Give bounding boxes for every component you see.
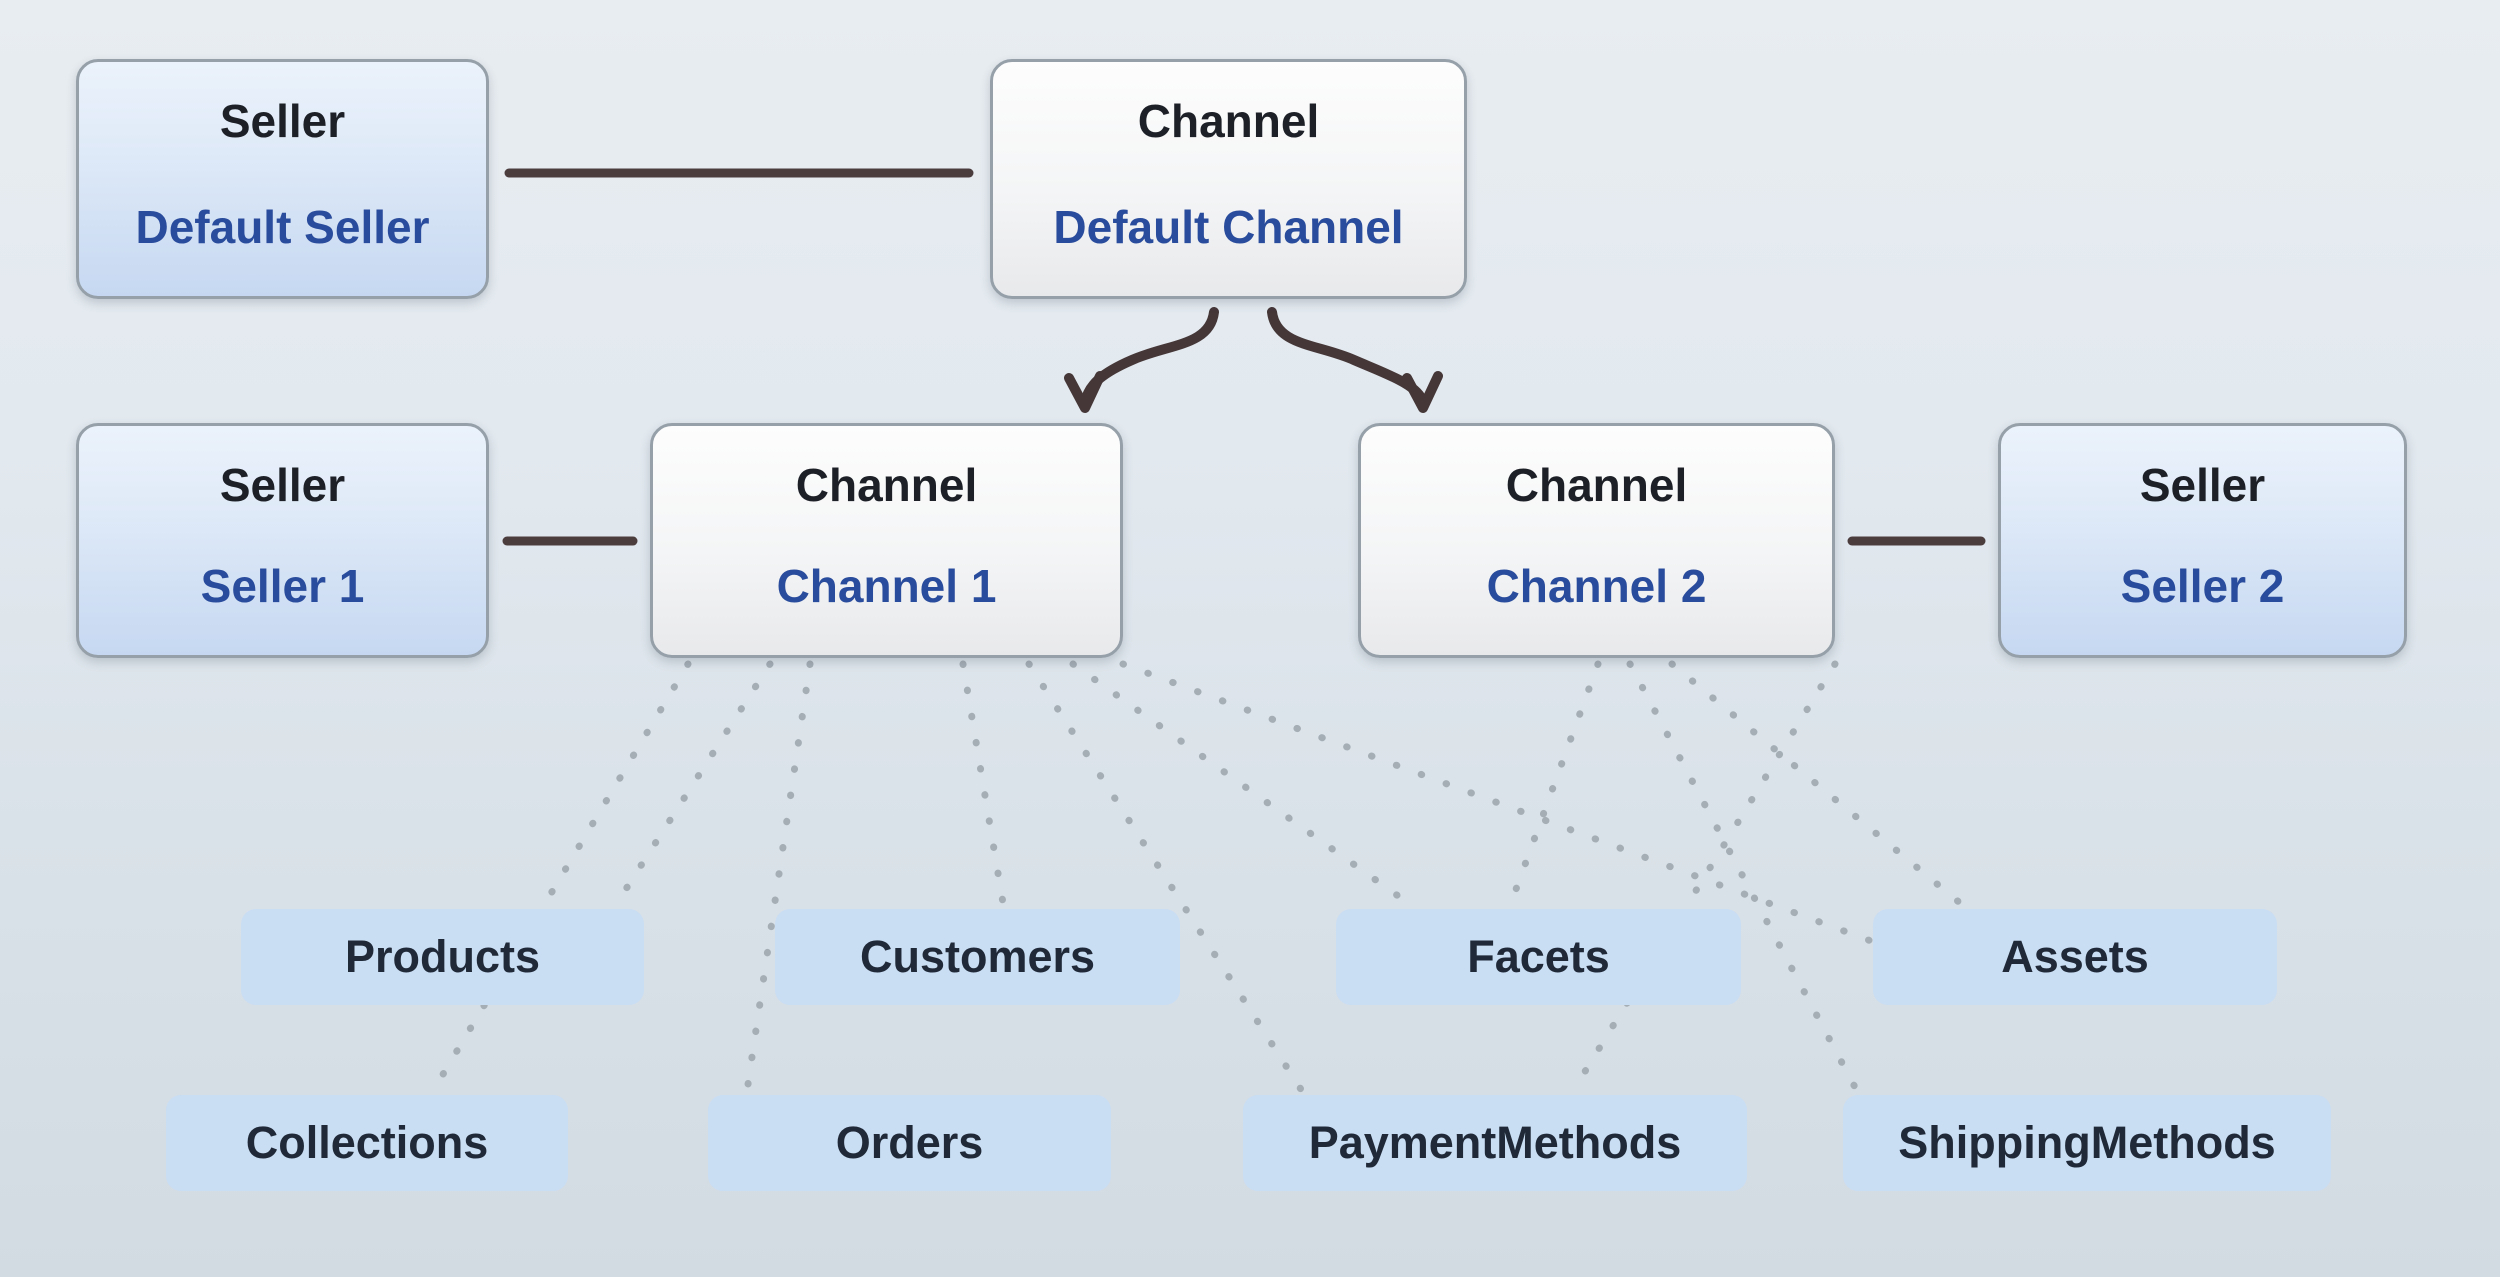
entity-facets: Facets <box>1336 909 1741 1005</box>
dotted-links <box>429 660 1964 1095</box>
node-name-label: Default Channel <box>1053 201 1404 253</box>
node-type-label: Channel <box>1137 95 1320 147</box>
arrowhead-channel1 <box>1064 371 1105 413</box>
entity-assets: Assets <box>1873 909 2277 1005</box>
arrowhead-channel2 <box>1402 371 1443 413</box>
link-channel1-facets <box>1069 660 1412 907</box>
node-seller-1: Seller Seller 1 <box>76 423 489 658</box>
node-seller-2: Seller Seller 2 <box>1998 423 2407 658</box>
entity-payment-methods: PaymentMethods <box>1243 1095 1747 1191</box>
link-channel1-assets <box>1119 660 1875 945</box>
link-channel1-orders <box>743 660 814 1095</box>
link-channel1-customers <box>959 660 1007 907</box>
node-type-label: Channel <box>795 459 978 511</box>
arrow-default-to-channel1 <box>1080 307 1219 408</box>
arrow-default-to-channel2 <box>1267 307 1428 408</box>
entity-customers: Customers <box>775 909 1180 1005</box>
entity-shipping-methods: ShippingMethods <box>1843 1095 2331 1191</box>
node-name-label: Seller 2 <box>2120 560 2285 612</box>
node-type-label: Seller <box>219 95 346 147</box>
node-name-label: Channel 2 <box>1486 560 1707 612</box>
node-name-label: Default Seller <box>135 201 430 253</box>
link-channel1-products <box>613 660 774 907</box>
node-type-label: Seller <box>2139 459 2266 511</box>
entity-collections: Collections <box>166 1095 568 1191</box>
node-channel-1: Channel Channel 1 <box>650 423 1123 658</box>
node-name-label: Seller 1 <box>200 560 365 612</box>
link-channel2-facets <box>1507 660 1602 907</box>
link-channel1-paymentmethods <box>1025 660 1306 1095</box>
node-type-label: Seller <box>219 459 346 511</box>
solid-connectors <box>502 168 1986 546</box>
node-type-label: Channel <box>1505 459 1688 511</box>
node-channel-2: Channel Channel 2 <box>1358 423 1835 658</box>
entity-orders: Orders <box>708 1095 1111 1191</box>
node-name-label: Channel 1 <box>776 560 997 612</box>
entity-products: Products <box>241 909 644 1005</box>
branch-arrows <box>1064 307 1443 413</box>
node-channel-default: Channel Default Channel <box>990 59 1467 299</box>
link-channel2-shippingmethods <box>1626 660 1861 1095</box>
link-channel2-assets <box>1668 660 1964 907</box>
node-seller-default: Seller Default Seller <box>76 59 489 299</box>
link-channel2-paymentmethods <box>1569 660 1839 1095</box>
link-channel1-collections <box>429 660 692 1095</box>
